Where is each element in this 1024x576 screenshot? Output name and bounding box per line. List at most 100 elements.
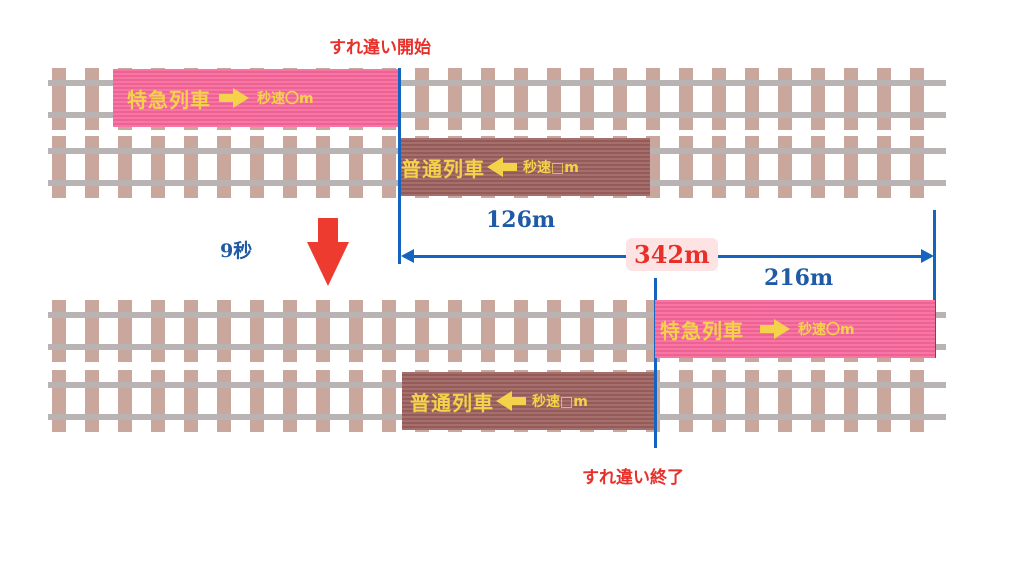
track-sleeper: [85, 300, 99, 362]
express-length-label: 216m: [764, 265, 834, 291]
track-sleeper: [415, 300, 429, 362]
track-sleeper: [679, 370, 693, 432]
track-sleeper: [778, 136, 792, 198]
track-sleeper: [382, 300, 396, 362]
track-sleeper: [481, 300, 495, 362]
track-rail: [48, 112, 946, 118]
far-end-marker-line: [933, 210, 936, 358]
start-label: すれ違い開始: [329, 38, 431, 58]
track-sleeper: [745, 136, 759, 198]
track-sleeper: [580, 300, 594, 362]
express-train-name: 特急列車: [660, 318, 744, 343]
track-rail: [48, 344, 946, 350]
dimension-right-arrowhead: [921, 249, 934, 263]
track-rail: [48, 312, 946, 318]
end-label: すれ違い終了: [582, 468, 684, 488]
track-sleeper: [151, 300, 165, 362]
track-sleeper: [118, 136, 132, 198]
track-sleeper: [613, 300, 627, 362]
track-sleeper: [844, 136, 858, 198]
right-arrow-icon: [760, 319, 790, 339]
start-marker-line: [398, 68, 401, 264]
local-train-speed: 秒速□m: [532, 394, 588, 410]
track-sleeper: [745, 68, 759, 130]
track-sleeper: [811, 136, 825, 198]
track-sleeper: [85, 68, 99, 130]
track-sleeper: [217, 300, 231, 362]
track-sleeper: [547, 68, 561, 130]
track-sleeper: [613, 68, 627, 130]
track-sleeper: [811, 68, 825, 130]
track-sleeper: [250, 300, 264, 362]
elapsed-time-label: 9秒: [220, 240, 253, 262]
track-sleeper: [712, 370, 726, 432]
local-length-label: 126m: [486, 207, 556, 233]
track-sleeper: [547, 300, 561, 362]
track-sleeper: [184, 136, 198, 198]
track-sleeper: [85, 370, 99, 432]
express-train-speed: 秒速〇m: [798, 322, 855, 338]
track-sleeper: [877, 136, 891, 198]
local-train-speed: 秒速□m: [523, 160, 579, 176]
track-sleeper: [151, 370, 165, 432]
track-sleeper: [646, 68, 660, 130]
track-sleeper: [877, 68, 891, 130]
track-sleeper: [415, 68, 429, 130]
track-sleeper: [184, 300, 198, 362]
track-sleeper: [910, 68, 924, 130]
track-sleeper: [712, 68, 726, 130]
track-sleeper: [283, 300, 297, 362]
track-sleeper: [811, 370, 825, 432]
track-sleeper: [217, 136, 231, 198]
track-sleeper: [349, 136, 363, 198]
express-train-name: 特急列車: [127, 87, 211, 112]
track-sleeper: [448, 300, 462, 362]
track-sleeper: [580, 68, 594, 130]
track-sleeper: [514, 300, 528, 362]
track-sleeper: [679, 136, 693, 198]
local-train-name: 普通列車: [401, 156, 485, 181]
track-sleeper: [778, 370, 792, 432]
local-train-name: 普通列車: [410, 390, 494, 415]
end-marker-line: [654, 278, 657, 448]
track-sleeper: [217, 370, 231, 432]
track-sleeper: [679, 68, 693, 130]
express-train-end: 特急列車 秒速〇m: [655, 300, 935, 358]
left-arrow-icon: [496, 391, 526, 411]
track-sleeper: [118, 370, 132, 432]
track-sleeper: [85, 136, 99, 198]
dimension-left-arrowhead: [401, 249, 414, 263]
track-sleeper: [52, 300, 66, 362]
track-sleeper: [844, 68, 858, 130]
track-sleeper: [283, 370, 297, 432]
track-sleeper: [283, 136, 297, 198]
track-sleeper: [349, 300, 363, 362]
track-sleeper: [481, 68, 495, 130]
local-train-start: 普通列車 秒速□m: [398, 138, 650, 196]
track-sleeper: [184, 370, 198, 432]
express-train-start: 特急列車 秒速〇m: [113, 69, 398, 127]
track-sleeper: [250, 370, 264, 432]
right-arrow-icon: [219, 88, 249, 108]
track-sleeper: [712, 136, 726, 198]
express-train-speed: 秒速〇m: [257, 91, 314, 107]
track-sleeper: [910, 136, 924, 198]
track-sleeper: [118, 300, 132, 362]
track-sleeper: [745, 370, 759, 432]
track-sleeper: [382, 136, 396, 198]
track-sleeper: [151, 136, 165, 198]
track-sleeper: [316, 370, 330, 432]
local-train-end: 普通列車 秒速□m: [402, 372, 654, 430]
track-sleeper: [52, 68, 66, 130]
track-sleeper: [316, 300, 330, 362]
track-sleeper: [316, 136, 330, 198]
track-sleeper: [448, 68, 462, 130]
track-sleeper: [349, 370, 363, 432]
track-sleeper: [877, 370, 891, 432]
track-sleeper: [514, 68, 528, 130]
track-sleeper: [382, 370, 396, 432]
track-rail: [48, 80, 946, 86]
total-length-badge: 342m: [626, 238, 718, 271]
track-sleeper: [52, 370, 66, 432]
track-sleeper: [250, 136, 264, 198]
